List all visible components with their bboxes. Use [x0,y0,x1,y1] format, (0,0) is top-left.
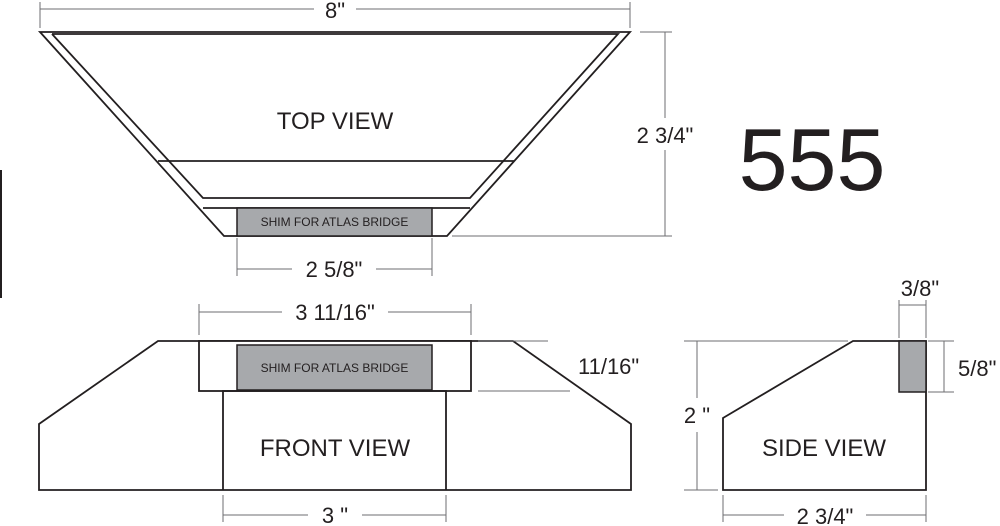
height-dim-label: 2 " [684,403,710,428]
length-dim-label: 2 3/4" [797,504,854,526]
top-view-shim-label: SHIM FOR ATLAS BRIDGE [261,215,409,229]
side-view-title: SIDE VIEW [762,435,886,462]
top-view-title: TOP VIEW [277,108,394,135]
side-view: SIDE VIEW 2 " 2 3/4" 3/8" 5/8" [684,276,996,526]
front-view-shim-label: SHIM FOR ATLAS BRIDGE [261,361,409,375]
side-view-shim [898,340,927,393]
shim-width-dim-label: 2 5/8" [306,257,363,282]
width-dim-label: 8" [325,0,345,23]
front-view-base-block [222,390,447,490]
depth-dim-label: 2 3/4" [637,123,694,148]
base-width-dim-label: 3 " [322,503,348,526]
front-view: SHIM FOR ATLAS BRIDGE FRONT VIEW 3 11/16… [38,300,639,526]
shim-thickness-dim-label: 3/8" [901,276,939,301]
top-view-inner-outline [51,33,621,199]
front-view-title: FRONT VIEW [260,435,411,462]
shim-height-dim-label: 5/8" [958,356,996,381]
top-view-shim [236,207,433,237]
slot-height-dim-label: 11/16" [578,354,639,379]
model-number: 555 [739,110,886,209]
top-view: SHIM FOR ATLAS BRIDGE TOP VIEW 8" 2 3/4"… [37,0,694,282]
slot-width-dim-label: 3 11/16" [295,300,375,325]
front-view-shim [236,344,433,391]
side-view-outline [722,340,927,491]
